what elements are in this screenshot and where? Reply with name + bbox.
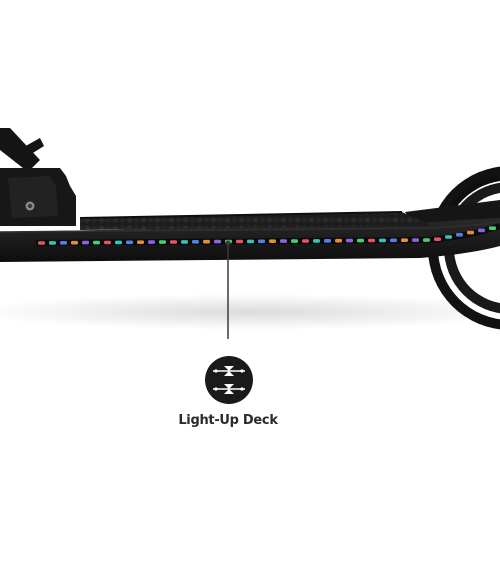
led-segment (82, 240, 89, 245)
led-segment (379, 238, 386, 243)
led-segment (423, 238, 430, 242)
folding-hinge (0, 128, 76, 226)
callout-dot (225, 240, 231, 246)
led-segment (236, 239, 243, 244)
feature-label: Light-Up Deck (178, 413, 278, 428)
led-segment (302, 239, 309, 243)
led-segment (60, 241, 67, 245)
led-segment (247, 239, 254, 244)
led-segment (313, 239, 320, 243)
led-segment (49, 241, 56, 245)
led-segment (203, 239, 210, 244)
led-segment (401, 238, 408, 242)
led-segment (291, 239, 298, 243)
led-strip (35, 223, 500, 246)
led-strip-icon (205, 356, 253, 404)
led-segment (137, 240, 144, 244)
led-segment (335, 238, 342, 243)
led-segment (192, 240, 199, 244)
led-segment (280, 239, 287, 243)
led-segment (148, 240, 155, 244)
led-segment (456, 233, 463, 237)
led-segment (478, 228, 485, 233)
led-segment (412, 238, 419, 242)
led-segment (368, 238, 375, 243)
led-segment (170, 240, 177, 244)
led-segment (159, 240, 166, 244)
led-segment (214, 239, 221, 244)
floor-shadow (0, 294, 500, 330)
led-segment (181, 240, 188, 244)
led-segment (38, 241, 45, 245)
led-segment (115, 240, 122, 245)
led-segment (324, 239, 331, 243)
led-segment (269, 239, 276, 243)
led-segment (445, 235, 452, 239)
led-segment (104, 240, 111, 245)
led-segment (93, 240, 100, 245)
led-segment (126, 240, 133, 245)
led-segment (346, 238, 353, 243)
led-segment (489, 226, 496, 230)
led-segment (258, 239, 265, 244)
led-segment (434, 237, 441, 241)
led-segment (467, 230, 474, 235)
led-segment (357, 238, 364, 243)
led-segment (390, 238, 397, 243)
led-segment (71, 240, 78, 245)
